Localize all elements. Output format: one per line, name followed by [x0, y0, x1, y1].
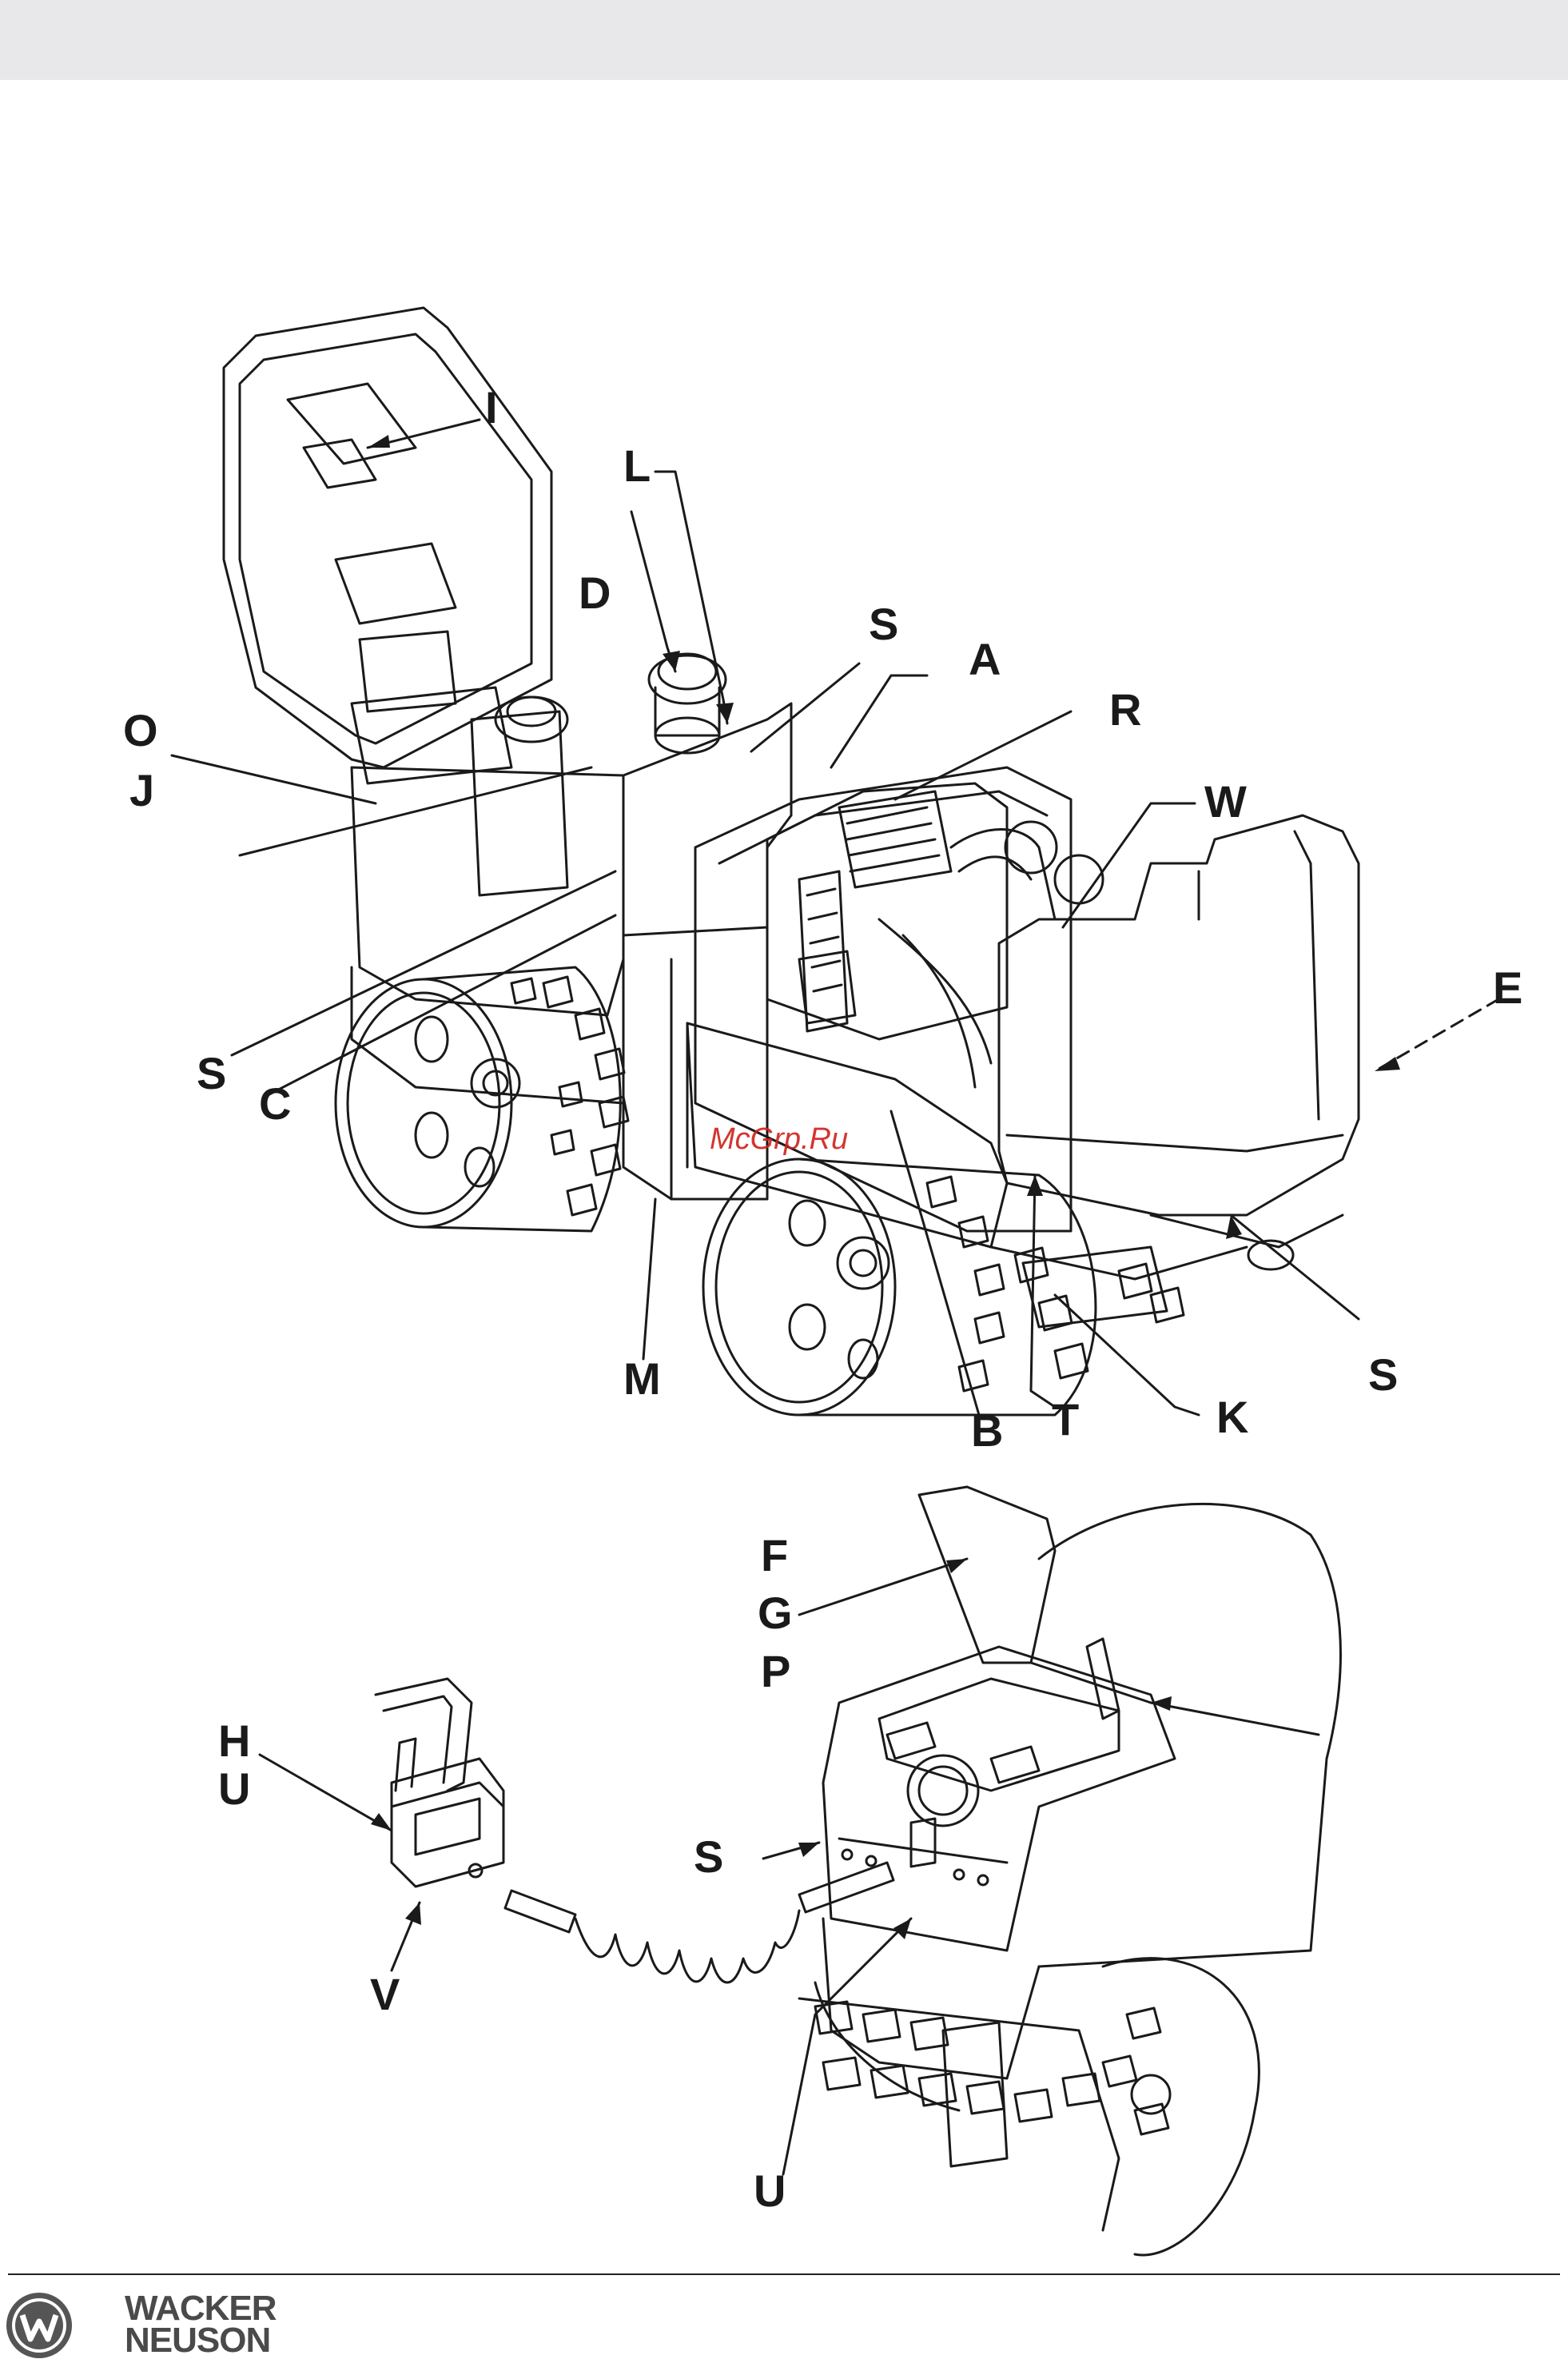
callout-s: S: [869, 602, 898, 647]
callout-i: I: [485, 385, 498, 430]
callout-m: M: [623, 1357, 661, 1401]
callout-j: J: [129, 768, 154, 813]
brand-wordmark: WACKER NEUSON: [125, 2293, 277, 2357]
callout-s-left: S: [197, 1051, 226, 1096]
callout-h: H: [218, 1719, 250, 1763]
callout-e: E: [1493, 966, 1522, 1010]
callout-a: A: [969, 637, 1001, 682]
callout-s-right: S: [1368, 1353, 1398, 1397]
callout-b: B: [971, 1409, 1003, 1453]
brand-line-2: NEUSON: [125, 2325, 277, 2357]
callout-u-bottom: U: [754, 2169, 786, 2214]
callout-r: R: [1109, 687, 1141, 732]
callout-o: O: [123, 708, 158, 753]
callout-g: G: [758, 1591, 793, 1636]
callout-s-lower: S: [694, 1835, 723, 1879]
callout-v: V: [370, 1972, 400, 2017]
callout-w: W: [1204, 779, 1247, 824]
callout-l: L: [623, 444, 651, 488]
callout-d: D: [579, 571, 611, 616]
callout-p: P: [761, 1649, 790, 1694]
callout-f: F: [761, 1533, 788, 1578]
brand-line-1: WACKER: [125, 2293, 277, 2325]
callout-u-top: U: [218, 1767, 250, 1811]
callout-k: K: [1216, 1395, 1248, 1440]
watermark-text: McGrp.Ru: [710, 1122, 848, 1157]
callout-c: C: [259, 1082, 291, 1126]
footer-divider: [8, 2273, 1560, 2275]
callout-t: T: [1052, 1397, 1079, 1442]
wacker-neuson-logo-icon: [5, 2291, 74, 2360]
